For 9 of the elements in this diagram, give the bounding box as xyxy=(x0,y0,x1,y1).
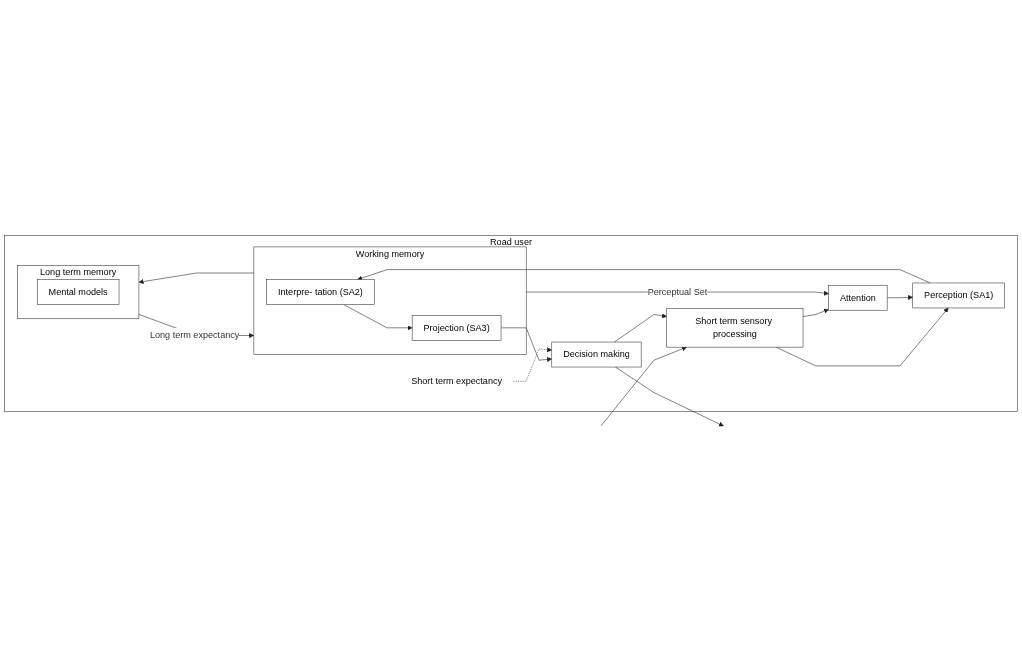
text-label: Short term expectancy xyxy=(411,375,503,386)
edge-label: Long term expectancy xyxy=(149,327,240,342)
process-box: Perception (SA1) xyxy=(912,282,1005,308)
process-box: Short term sensory processing xyxy=(666,307,804,348)
process-box: Projection (SA3) xyxy=(411,314,502,341)
process-box: Interpre- tation (SA2) xyxy=(266,278,375,305)
process-box: Attention xyxy=(828,284,888,311)
process-box: Mental models xyxy=(36,278,120,305)
process-box: Decision making xyxy=(551,341,642,367)
